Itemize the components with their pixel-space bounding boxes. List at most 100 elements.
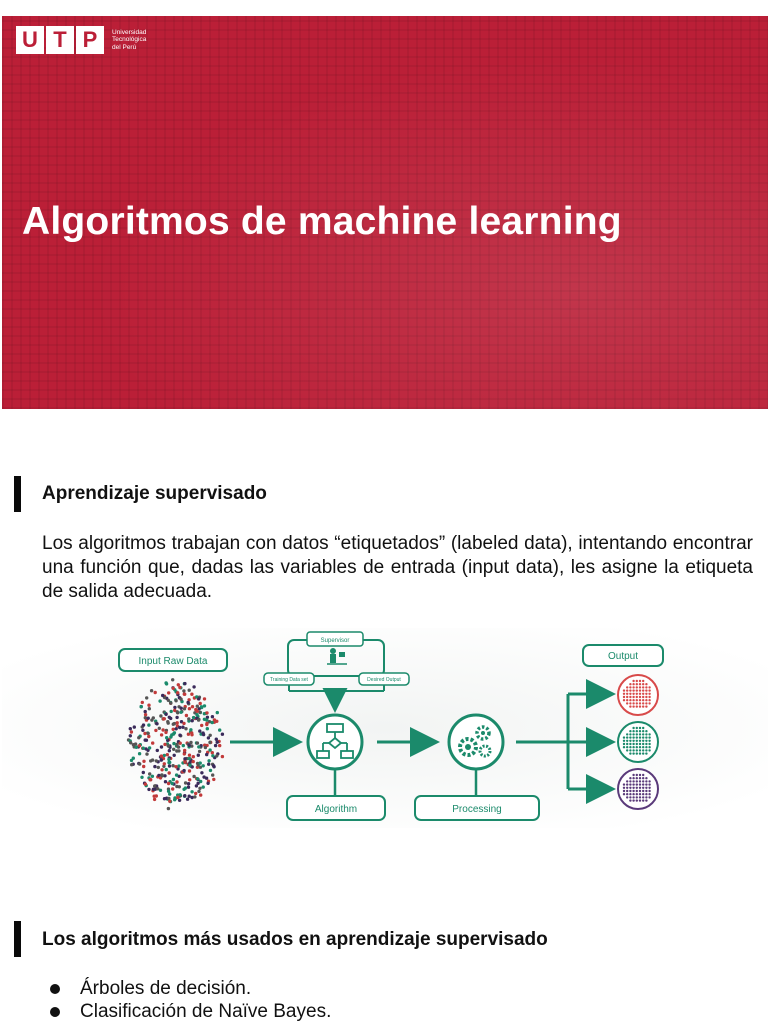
raw-data-point	[143, 716, 147, 720]
output-dot	[638, 699, 642, 702]
raw-data-point	[197, 789, 201, 794]
raw-data-point	[153, 764, 157, 769]
raw-data-point	[195, 777, 200, 781]
raw-data-point	[172, 741, 176, 746]
output-dot	[622, 793, 626, 796]
raw-data-point	[211, 754, 215, 758]
output-dot	[632, 789, 635, 793]
output-dot	[638, 702, 642, 705]
raw-data-point	[208, 733, 212, 737]
output-dot	[626, 689, 629, 692]
output-dot	[638, 733, 642, 736]
supervisor-label: Supervisor	[321, 638, 350, 644]
output-dot	[626, 793, 629, 796]
raw-data-point	[190, 790, 194, 794]
output-dot	[645, 695, 648, 699]
raw-data-point	[198, 710, 202, 714]
raw-data-point	[161, 693, 165, 698]
output-label: Output	[608, 651, 638, 662]
bullet-icon	[50, 984, 60, 994]
output-dot	[629, 686, 632, 689]
raw-data-point	[207, 720, 212, 724]
raw-data-point	[167, 715, 171, 719]
raw-data-point	[218, 728, 222, 732]
output-dot	[648, 793, 651, 796]
raw-data-point	[128, 727, 132, 731]
output-dot	[632, 793, 635, 796]
raw-data-point	[139, 705, 143, 709]
output-dot	[642, 799, 645, 802]
output-dot	[638, 793, 642, 796]
output-dot	[629, 683, 632, 686]
raw-data-point	[196, 718, 201, 722]
output-dot	[648, 796, 651, 799]
raw-data-point	[187, 743, 191, 747]
output-dot	[648, 736, 651, 739]
list-item-label: Árboles de decisión.	[80, 978, 252, 999]
raw-data-point	[166, 698, 170, 702]
output-dot	[638, 730, 642, 733]
output-dot	[642, 749, 645, 752]
raw-data-point	[182, 689, 186, 693]
raw-data-point	[155, 748, 159, 753]
output-dot	[622, 695, 626, 699]
raw-data-point	[197, 697, 201, 701]
raw-data-point	[205, 727, 209, 731]
output-dot	[632, 786, 635, 789]
output-dot	[638, 799, 642, 802]
raw-data-point	[163, 774, 167, 778]
raw-data-point	[187, 698, 191, 702]
output-dot	[632, 746, 635, 749]
raw-data-point	[187, 707, 192, 711]
output-dot	[632, 683, 635, 686]
output-dot	[626, 695, 629, 699]
raw-data-point	[181, 725, 185, 729]
output-dot	[626, 786, 629, 789]
output-dot	[645, 789, 648, 793]
output-dot	[635, 749, 638, 752]
raw-data-point	[164, 730, 168, 735]
output-dot	[635, 679, 638, 683]
output-dot	[645, 780, 648, 783]
raw-data-point	[146, 731, 150, 736]
raw-data-point	[173, 705, 177, 710]
output-dot	[629, 780, 632, 783]
output-dot	[635, 733, 638, 736]
raw-data-point	[151, 787, 156, 791]
raw-data-point	[198, 761, 202, 765]
raw-data-point	[191, 715, 196, 720]
output-dot	[645, 699, 648, 702]
output-dot	[645, 739, 648, 742]
raw-data-point	[197, 749, 202, 754]
output-dot	[626, 736, 629, 739]
output-dot	[635, 692, 638, 695]
raw-data-point	[167, 764, 172, 768]
raw-data-point	[168, 799, 172, 803]
raw-data-point	[149, 759, 153, 763]
raw-data-point	[163, 780, 168, 784]
raw-data-point	[167, 771, 171, 775]
output-dot	[629, 796, 632, 799]
section-heading: Los algoritmos más usados en aprendizaje…	[42, 929, 548, 950]
raw-data-point	[202, 697, 207, 701]
raw-data-point	[129, 758, 134, 763]
output-dot	[632, 780, 635, 783]
output-dot	[642, 699, 645, 702]
raw-data-point	[187, 794, 191, 798]
raw-data-point	[187, 769, 192, 773]
raw-data-point	[202, 704, 207, 708]
raw-data-point	[147, 723, 151, 727]
raw-data-point	[153, 784, 157, 788]
output-dot	[638, 736, 642, 739]
raw-data-point	[140, 775, 144, 779]
output-dot	[645, 777, 648, 780]
raw-data-point	[201, 785, 205, 789]
raw-data-point	[144, 738, 149, 742]
output-dot	[629, 705, 632, 708]
output-dot	[626, 686, 629, 689]
raw-data-point	[190, 719, 194, 723]
raw-data-point	[176, 767, 180, 771]
output-dot	[635, 730, 638, 733]
raw-data-point	[205, 752, 209, 757]
output-dot	[632, 730, 635, 733]
